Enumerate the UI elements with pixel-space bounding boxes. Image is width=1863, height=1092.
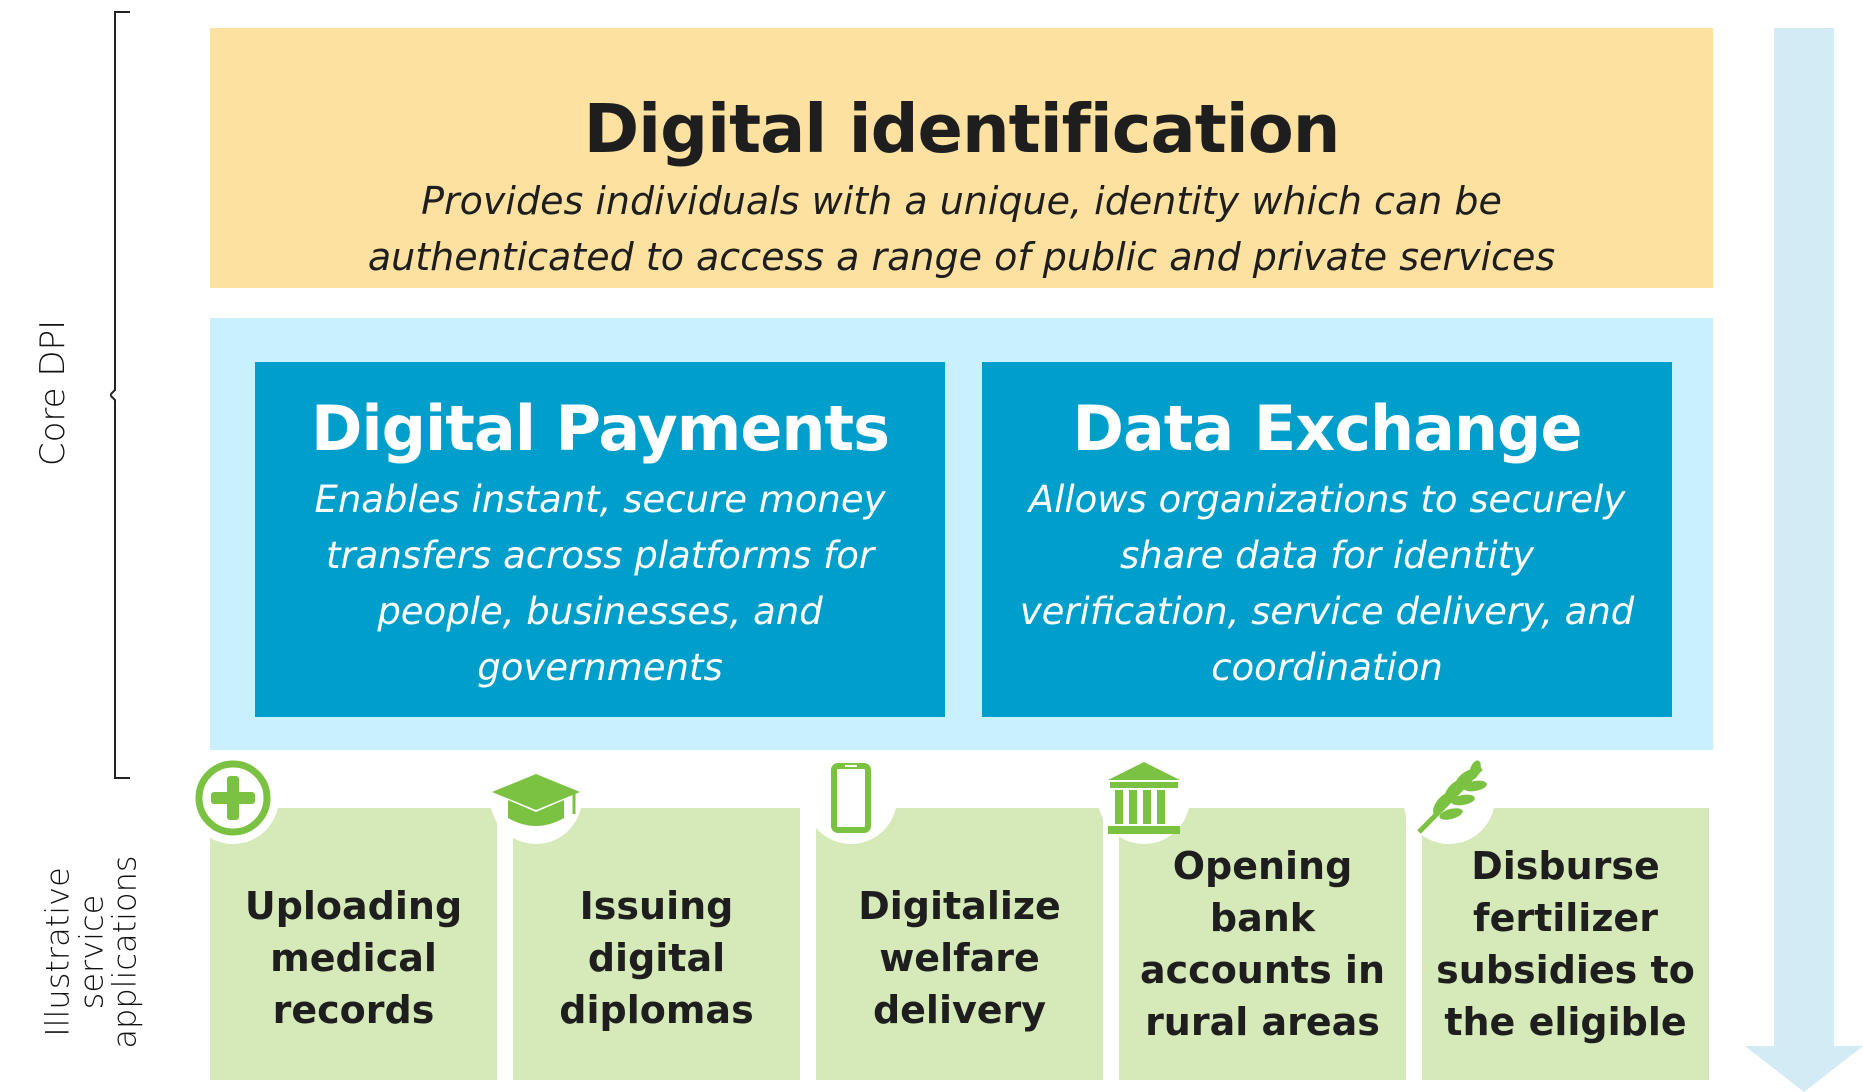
- service-card-line: diplomas: [559, 988, 754, 1032]
- service-card-bank-accounts: Opening bank accounts in rural areas: [1119, 808, 1406, 1080]
- service-card-line: delivery: [872, 988, 1047, 1032]
- service-card-label: Disburse fertilizer subsidies to the eli…: [1426, 840, 1705, 1048]
- medical-cross-icon: [187, 752, 279, 844]
- service-card-line: bank: [1209, 896, 1316, 940]
- service-card-line: welfare: [879, 936, 1040, 980]
- service-card-digital-diplomas: Issuing digital diplomas: [513, 808, 800, 1080]
- service-card-line: Issuing digital: [579, 884, 734, 980]
- exchange-description-line: Allows organizations to securely: [1028, 478, 1626, 521]
- digital-identification-layer: Digital identification Provides individu…: [210, 28, 1713, 288]
- graduation-cap-icon: [490, 752, 582, 844]
- service-card-line: fertilizer: [1473, 896, 1658, 940]
- downward-flow-arrow: [1745, 28, 1863, 1092]
- core-dpi-label: Core DPI: [33, 319, 74, 467]
- identity-description: Provides individuals with a unique, iden…: [330, 173, 1593, 285]
- service-card-line: Digitalize: [858, 884, 1061, 928]
- payments-exchange-layer: Digital Payments Enables instant, secure…: [210, 318, 1713, 750]
- service-card-medical-records: Uploading medical records: [210, 808, 497, 1080]
- core-dpi-bracket: [110, 11, 130, 779]
- mobile-phone-icon: [805, 752, 897, 844]
- exchange-title: Data Exchange: [1072, 392, 1582, 465]
- service-card-line: Uploading: [244, 884, 463, 928]
- payments-description: Enables instant, secure money transfers …: [273, 472, 927, 696]
- illustrative-services-label: Illustrative service applications: [38, 855, 144, 1049]
- service-card-line: records: [272, 988, 435, 1032]
- identity-title: Digital identification: [583, 90, 1341, 168]
- illustrative-label-line: service: [72, 894, 111, 1010]
- service-card-line: rural areas: [1145, 1000, 1380, 1044]
- exchange-description-line: share data for identity: [1119, 534, 1535, 577]
- service-card-line: Disburse: [1471, 844, 1660, 888]
- exchange-description-line: verification, service delivery, and: [1019, 590, 1635, 633]
- wheat-leaf-icon: [1403, 752, 1495, 844]
- service-card-welfare-delivery: Digitalize welfare delivery: [816, 808, 1103, 1080]
- payments-description-line: transfers across platforms for: [325, 534, 875, 577]
- service-card-line: Opening: [1172, 844, 1353, 888]
- identity-description-line: Provides individuals with a unique, iden…: [421, 179, 1502, 223]
- payments-description-line: Enables instant, secure money: [314, 478, 886, 521]
- illustrative-label-line: Illustrative: [38, 867, 77, 1037]
- payments-title: Digital Payments: [310, 392, 890, 465]
- digital-payments-box: Digital Payments Enables instant, secure…: [255, 362, 945, 717]
- service-card-line: subsidies to: [1436, 948, 1695, 992]
- payments-description-line: people, businesses, and: [377, 590, 823, 633]
- service-card-line: the eligible: [1444, 1000, 1687, 1044]
- data-exchange-box: Data Exchange Allows organizations to se…: [982, 362, 1672, 717]
- service-card-label: Issuing digital diplomas: [513, 880, 800, 1036]
- exchange-description-line: coordination: [1211, 646, 1443, 689]
- service-card-label: Digitalize welfare delivery: [848, 880, 1071, 1036]
- service-card-line: medical: [270, 936, 437, 980]
- service-card-label: Uploading medical records: [235, 880, 472, 1036]
- service-card-label: Opening bank accounts in rural areas: [1130, 840, 1395, 1048]
- service-card-fertilizer-subsidies: Disburse fertilizer subsidies to the eli…: [1422, 808, 1709, 1080]
- identity-description-line: authenticated to access a range of publi…: [367, 235, 1556, 279]
- bank-building-icon: [1098, 752, 1190, 844]
- illustrative-label-line: applications: [105, 855, 144, 1049]
- exchange-description: Allows organizations to securely share d…: [1000, 472, 1654, 696]
- payments-description-line: governments: [477, 646, 723, 689]
- service-card-line: accounts in: [1140, 948, 1385, 992]
